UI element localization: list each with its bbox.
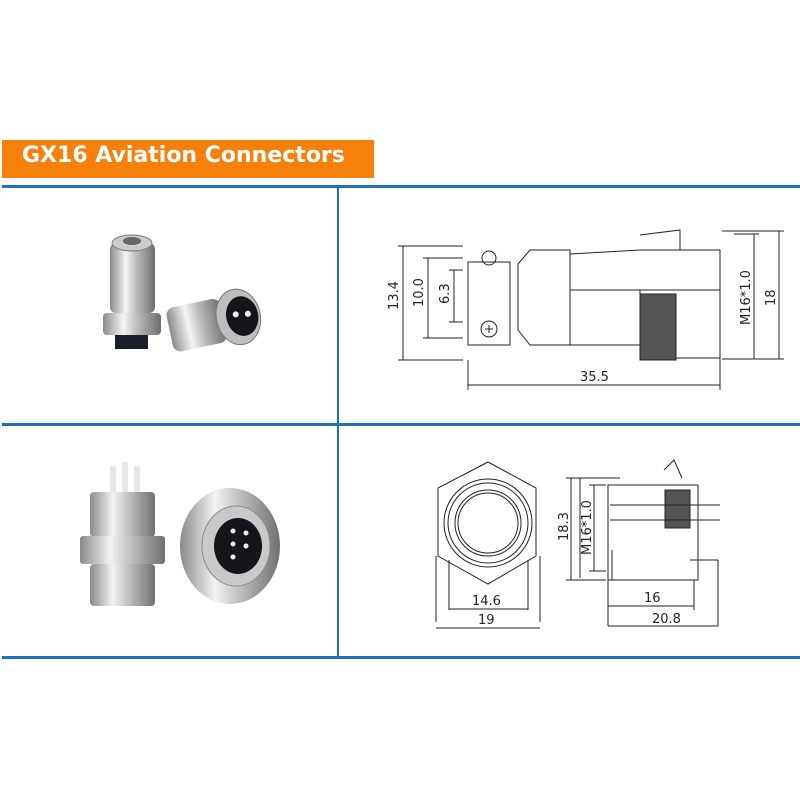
divider-bottom [2,656,800,659]
dim-inner-dia: 14.6 [472,594,501,609]
dim-height: 18.3 [557,512,572,541]
dim-length: 35.5 [580,370,609,385]
dim-thread-2: M16*1.0 [580,500,595,555]
plug-photo [0,188,337,423]
dim-body-length: 16 [644,591,661,606]
dim-thread: M16*1.0 [739,270,754,325]
socket-dimension-drawing: 14.6 19 18.3 M16*1.0 16 20.8 [339,426,800,656]
page-title: GX16 Aviation Connectors [22,143,345,168]
title-banner: GX16 Aviation Connectors [2,140,374,178]
dim-outer-dia: 18 [764,289,779,306]
divider-top [2,185,800,188]
divider-vertical [337,188,339,659]
dim-total-length: 20.8 [652,612,681,627]
plug-dimension-drawing: 13.4 10.0 6.3 35.5 M16*1.0 18 [339,188,800,423]
dim-inner-height: 10.0 [412,278,427,307]
socket-photo [0,426,337,656]
divider-middle [2,423,800,426]
dim-hex-width: 19 [478,613,495,628]
dim-overall-height: 13.4 [387,281,402,310]
dim-cable-dia: 6.3 [438,283,453,304]
